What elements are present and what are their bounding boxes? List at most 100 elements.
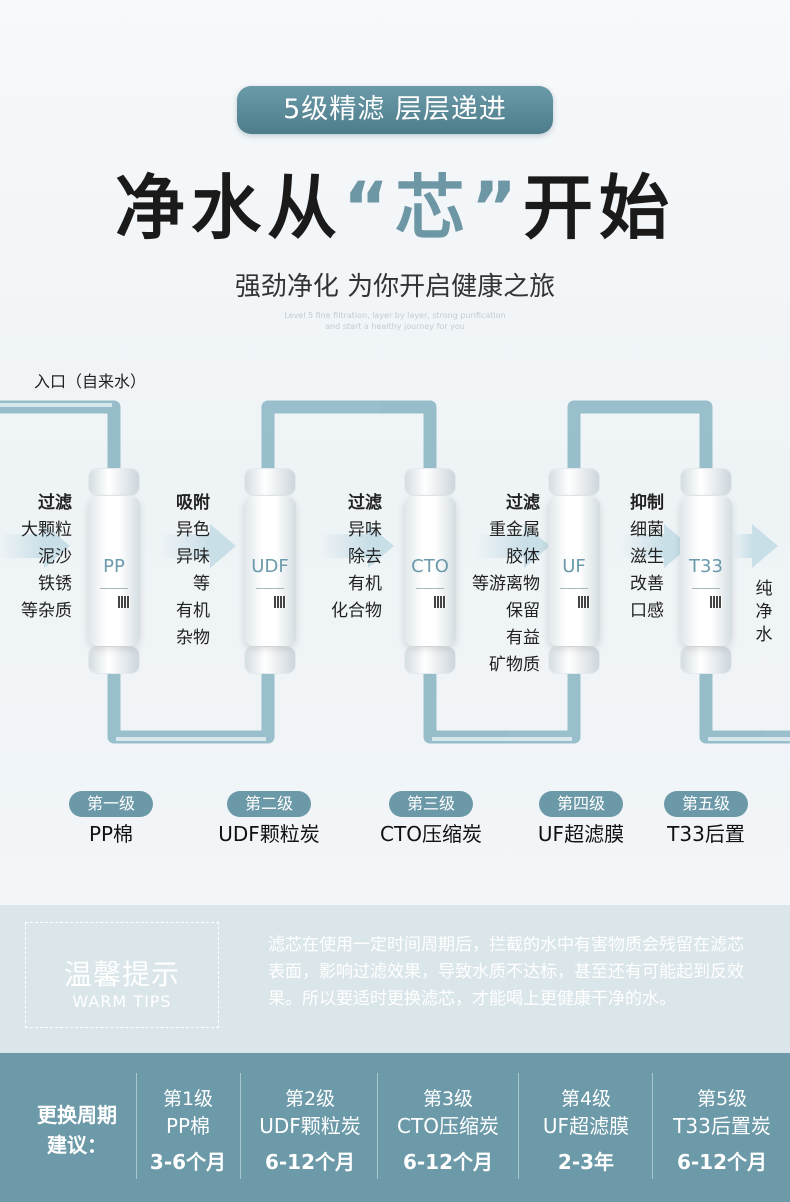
- cartridge-label: UDF: [251, 556, 289, 577]
- cartridge-body: UF: [548, 496, 600, 646]
- description-line: 有机: [348, 574, 382, 594]
- feature-pill: 5级精滤 层层递进: [237, 86, 553, 134]
- cycle-period: 6-12个月: [402, 1150, 494, 1174]
- flow-arrow-icon: [210, 524, 236, 568]
- cycle-level: 第2级: [284, 1088, 336, 1110]
- cartridge-label: PP: [103, 556, 125, 577]
- description-title: 抑制: [630, 493, 664, 513]
- cycle-item: 第3级 CTO压缩炭 6-12个月: [379, 1086, 517, 1184]
- cartridge-top-cap: [404, 468, 456, 496]
- stage-level-badge: 第四级: [539, 791, 623, 817]
- filter-cartridge-t33: T33: [680, 468, 732, 674]
- stage4-description: 过滤 重金属 胶体 等游离物 保留 有益 矿物质: [458, 490, 540, 679]
- subtitle: 强劲净化 为你开启健康之旅: [234, 272, 556, 302]
- description-line: 保留: [506, 601, 540, 621]
- cycle-label-line1: 更换周期: [37, 1103, 117, 1127]
- stage-name: PP棉: [88, 822, 134, 846]
- cartridge-body: PP: [88, 496, 140, 646]
- filter-cartridge-pp: PP: [88, 468, 140, 674]
- flow-arrow-body: [620, 534, 664, 558]
- cycle-level: 第4级: [560, 1088, 612, 1110]
- cartridge-label: CTO: [411, 556, 449, 577]
- warm-tips-section: [0, 905, 790, 1053]
- description-line: 等杂质: [21, 601, 72, 621]
- description-line: 化合物: [331, 601, 382, 621]
- description-line: 异味: [348, 520, 382, 540]
- cartridge-text-line: [416, 588, 444, 589]
- column-divider: [377, 1073, 378, 1179]
- description-line: 改善: [630, 574, 664, 594]
- description-line: 大颗粒: [21, 520, 72, 540]
- stage-name: T33后置: [667, 822, 745, 846]
- warm-tips-title: 温馨提示: [63, 958, 180, 991]
- cycle-label-line2: 建议：: [47, 1133, 107, 1157]
- warm-tips-subtitle: WARM TIPS: [72, 992, 172, 1011]
- cartridge-bottom-cap: [244, 646, 296, 674]
- cartridge-top-cap: [680, 468, 732, 496]
- filter-cartridge-udf: UDF: [244, 468, 296, 674]
- cycle-filter-name: T33后置炭: [673, 1114, 771, 1138]
- description-title: 过滤: [38, 493, 72, 513]
- qr-code-icon: [710, 596, 722, 608]
- stage1-description: 过滤 大颗粒 泥沙 铁锈 等杂质: [0, 490, 72, 625]
- cartridge-bottom-cap: [88, 646, 140, 674]
- flow-arrow-icon: [368, 524, 394, 568]
- cycle-period: 6-12个月: [264, 1150, 356, 1174]
- cycle-item: 第5级 T33后置炭 6-12个月: [654, 1086, 790, 1184]
- outlet-char: 纯: [755, 579, 773, 599]
- cartridge-body: T33: [680, 496, 732, 646]
- cartridge-text-line: [100, 588, 128, 589]
- qr-code-icon: [118, 596, 130, 608]
- flow-arrow-body: [0, 534, 44, 558]
- headline-post: 开始: [523, 167, 675, 249]
- description-line: 除去: [348, 547, 382, 567]
- cartridge-text-line: [560, 588, 588, 589]
- cycle-period: 3-6个月: [149, 1150, 227, 1174]
- cartridge-bottom-cap: [680, 646, 732, 674]
- cycle-level: 第1级: [162, 1088, 214, 1110]
- stage-name: UDF颗粒炭: [218, 822, 320, 846]
- description-line: 异色: [176, 520, 210, 540]
- headline: 净水从“芯”开始: [0, 160, 790, 256]
- description-line: 杂物: [176, 628, 210, 648]
- cycle-filter-name: CTO压缩炭: [397, 1114, 499, 1138]
- cartridge-top-cap: [548, 468, 600, 496]
- cycle-filter-name: PP棉: [165, 1114, 211, 1138]
- stage2-description: 吸附 异色 异味 等 有机 杂物: [160, 490, 210, 652]
- cycle-level: 第3级: [422, 1088, 474, 1110]
- column-divider: [136, 1073, 137, 1179]
- english-subtitle-line1: Level 5 fine filtration, layer by layer,…: [284, 311, 506, 320]
- description-line: 胶体: [506, 547, 540, 567]
- cartridge-top-cap: [244, 468, 296, 496]
- qr-code-icon: [274, 596, 286, 608]
- stage-level-badge: 第五级: [664, 791, 748, 817]
- english-subtitle-line2: and start a healthy journey for you: [325, 322, 465, 331]
- outlet-char: 水: [755, 625, 773, 645]
- column-divider: [652, 1073, 653, 1179]
- stage-level-badge: 第二级: [227, 791, 311, 817]
- cycle-item: 第4级 UF超滤膜 2-3年: [520, 1086, 652, 1184]
- cartridge-top-cap: [88, 468, 140, 496]
- cycle-level: 第5级: [696, 1088, 748, 1110]
- cycle-period: 6-12个月: [676, 1150, 768, 1174]
- cartridge-body: UDF: [244, 496, 296, 646]
- description-line: 等: [193, 574, 210, 594]
- headline-pre: 净水从: [114, 167, 343, 249]
- qr-code-icon: [434, 596, 446, 608]
- flow-arrow-icon: [44, 524, 70, 568]
- cycle-item: 第1级 PP棉 3-6个月: [124, 1086, 252, 1184]
- stage5-description: 抑制 细菌 滋生 改善 口感: [630, 490, 680, 625]
- description-line: 异味: [176, 547, 210, 567]
- filter-cartridge-cto: CTO: [404, 468, 456, 674]
- flow-arrow-body: [476, 534, 524, 558]
- description-title: 吸附: [176, 493, 210, 513]
- description-line: 等游离物: [472, 574, 540, 594]
- flow-arrow-icon: [524, 524, 550, 568]
- cartridge-text-line: [256, 588, 284, 589]
- cycle-filter-name: UDF颗粒炭: [259, 1114, 361, 1138]
- cycle-filter-name: UF超滤膜: [542, 1114, 630, 1138]
- cartridge-label: T33: [689, 556, 723, 577]
- column-divider: [518, 1073, 519, 1179]
- flow-arrow-body: [160, 534, 210, 558]
- cartridge-body: CTO: [404, 496, 456, 646]
